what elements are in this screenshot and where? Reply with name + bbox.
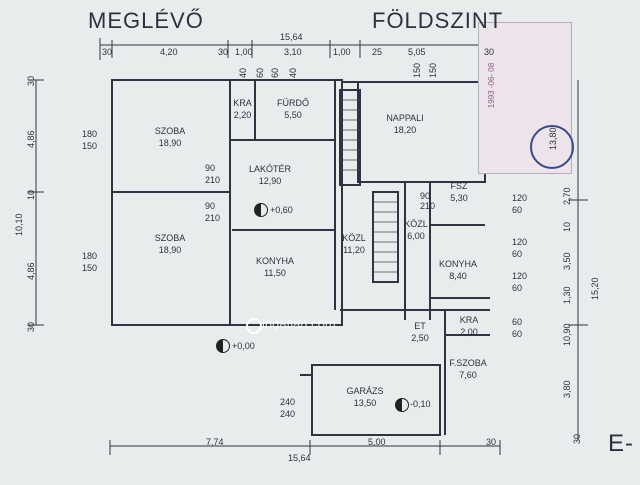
opening-dim: 120 xyxy=(512,193,528,203)
level-marker-icon xyxy=(254,203,268,217)
opening-dim: 180 xyxy=(82,129,98,139)
dim-bottom-part: 7,74 xyxy=(206,437,224,447)
opening-dim: 90 xyxy=(205,163,216,173)
dim-left-part: 4,86 xyxy=(26,262,36,280)
dim-inner: 40 xyxy=(238,67,248,78)
opening-dim: 60 xyxy=(512,317,523,327)
dim-top-part: 30 xyxy=(102,47,113,57)
opening-dim: 60 xyxy=(512,329,523,339)
opening-dim: 240 xyxy=(280,397,296,407)
dim-left-part: 4,86 xyxy=(26,130,36,148)
opening-dim: 210 xyxy=(205,175,221,185)
dim-inner: 60 xyxy=(270,67,280,78)
dim-inner: 40 xyxy=(288,67,298,78)
dim-top-part: 30 xyxy=(218,47,229,57)
opening-dim: 60 xyxy=(512,283,523,293)
level-label: +0,00 xyxy=(232,341,255,351)
dim-left-part: 10 xyxy=(26,189,36,200)
dim-top-total: 15,64 xyxy=(280,32,303,42)
seal-icon xyxy=(530,125,574,169)
dim-inner: 150 xyxy=(428,62,438,78)
opening-dim: 120 xyxy=(512,271,528,281)
dim-right-part: 13,80 xyxy=(548,127,558,150)
dim-inner: 60 xyxy=(255,67,265,78)
dim-right-part: 10 xyxy=(562,221,572,232)
opening-dim: 120 xyxy=(512,237,528,247)
dim-right-part: 10,90 xyxy=(562,323,572,346)
dim-top-part: 25 xyxy=(372,47,383,57)
dim-top-part: 3,10 xyxy=(284,47,302,57)
dim-right-part: 3,80 xyxy=(562,380,572,398)
dim-right-part: 3,50 xyxy=(562,252,572,270)
dim-top-part: 4,20 xyxy=(160,47,178,57)
opening-dim: 60 xyxy=(512,249,523,259)
opening-dim: 150 xyxy=(82,141,98,151)
opening-dim: 210 xyxy=(205,213,221,223)
opening-dim: 60 xyxy=(512,205,523,215)
opening-dim: 90 xyxy=(205,201,216,211)
level-label: +0,60 xyxy=(270,205,293,215)
watermark-icon xyxy=(246,318,262,334)
opening-dim: 150 xyxy=(82,263,98,273)
dim-left-part: 30 xyxy=(26,75,36,86)
dim-inner: 150 xyxy=(412,62,422,78)
level-label: -0,10 xyxy=(410,399,431,409)
dim-top-part: 30 xyxy=(484,47,495,57)
dim-top-part: 1,00 xyxy=(333,47,351,57)
dim-right-part: 1,30 xyxy=(562,286,572,304)
opening-dim: 90 xyxy=(420,191,431,201)
stamp-date: 1993 -06- 08 xyxy=(487,62,497,109)
dim-top-part: 5,05 xyxy=(408,47,426,57)
level-marker-icon xyxy=(216,339,230,353)
title-meglevo: MEGLÉVŐ xyxy=(88,8,204,33)
title-foldszint: FÖLDSZINT xyxy=(372,8,504,33)
opening-dim: 210 xyxy=(420,201,436,211)
dim-right-part: 15,20 xyxy=(590,277,600,300)
title-corner: E- xyxy=(608,430,634,457)
watermark-text: ingatlan.com xyxy=(262,316,336,331)
opening-dim: 240 xyxy=(280,409,296,419)
dim-bottom-part: 5,00 xyxy=(368,437,386,447)
dim-bottom-part: 30 xyxy=(486,437,497,447)
dim-left-total: 10,10 xyxy=(14,213,24,236)
dim-right-part: 30 xyxy=(572,433,582,444)
dim-left-part: 30 xyxy=(26,321,36,332)
dim-bottom-total: 15,64 xyxy=(288,453,311,463)
dim-right-part: 2,70 xyxy=(562,187,572,205)
level-marker-icon xyxy=(395,398,409,412)
opening-dim: 180 xyxy=(82,251,98,261)
dim-top-part: 1,00 xyxy=(235,47,253,57)
